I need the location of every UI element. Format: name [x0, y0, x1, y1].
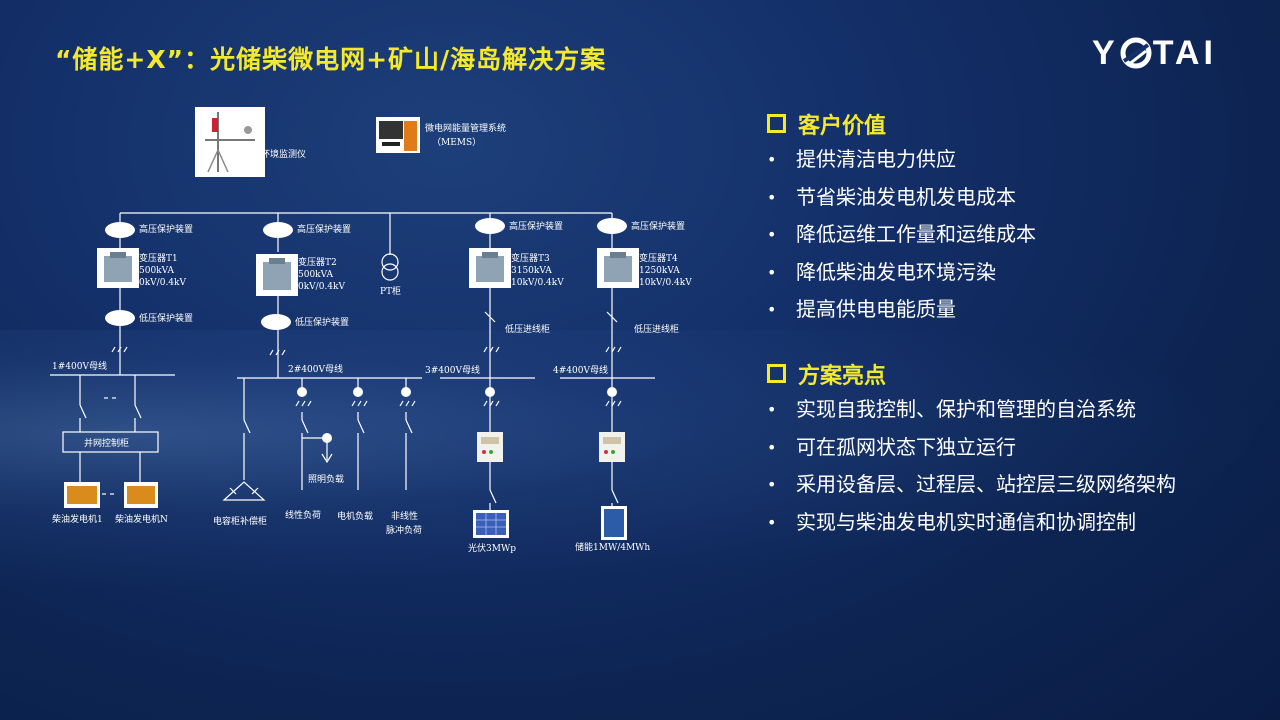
transformer-name: 变压器T2	[298, 256, 337, 268]
motor-load-label: 电机负载	[337, 510, 373, 522]
transformer-name: 变压器T1	[139, 252, 178, 264]
list-item: 节省柴油发电机发电成本	[767, 179, 1036, 217]
hv-protection-label: 高压保护装置	[631, 220, 685, 232]
env-monitor-label: 环境监测仪	[261, 148, 306, 160]
logo-o-icon	[1120, 37, 1152, 69]
list-item: 实现与柴油发电机实时通信和协调控制	[767, 504, 1176, 542]
value-section-title-text: 客户价值	[798, 114, 887, 139]
env-monitor-icon	[195, 107, 265, 177]
highlight-section-title-text: 方案亮点	[798, 364, 887, 389]
transformer-ratio: 0kV/0.4kV	[139, 278, 186, 288]
value-section-title: 客户价值	[767, 108, 886, 140]
pt-cabinet-label: PT柜	[380, 285, 401, 297]
hv-protection-label: 高压保护装置	[139, 223, 193, 235]
square-bullet-icon	[767, 114, 786, 133]
highlight-section-title: 方案亮点	[767, 358, 886, 390]
list-item: 可在孤网状态下独立运行	[767, 429, 1176, 467]
lv-protection-label: 低压保护装置	[139, 312, 193, 324]
transformer-capacity: 1250kVA	[639, 266, 680, 276]
linear-load-label: 线性负荷	[285, 509, 321, 521]
pv-label: 光伏3MWp	[468, 542, 516, 554]
busbar-label: 4#400V母线	[553, 364, 608, 376]
transformer-ratio: 0kV/0.4kV	[298, 282, 345, 292]
battery-storage-icon	[601, 506, 627, 540]
value-list: 提供清洁电力供应 节省柴油发电机发电成本 降低运维工作量和运维成本 降低柴油发电…	[767, 141, 1036, 329]
diesel-1-label: 柴油发电机1	[52, 513, 103, 525]
square-bullet-icon	[767, 364, 786, 383]
lv-incoming-label: 低压进线柜	[505, 323, 550, 335]
pv-panel-icon	[473, 510, 509, 538]
transformer-ratio: 10kV/0.4kV	[511, 278, 564, 288]
hv-protection-label: 高压保护装置	[297, 223, 351, 235]
pulse-load-label: 脉冲负荷	[386, 524, 422, 536]
lv-incoming-label: 低压进线柜	[634, 323, 679, 335]
mems-abbr-label: （MEMS）	[432, 137, 481, 148]
nonlinear-load-label: 非线性	[391, 510, 418, 522]
transformer-ratio: 10kV/0.4kV	[639, 278, 692, 288]
highlight-list: 实现自我控制、保护和管理的自治系统 可在孤网状态下独立运行 采用设备层、过程层、…	[767, 391, 1176, 541]
busbar-label: 1#400V母线	[52, 360, 107, 372]
capacitor-label: 电容柜补偿柜	[213, 515, 267, 527]
storage-label: 储能1MW/4MWh	[575, 541, 650, 553]
list-item: 实现自我控制、保护和管理的自治系统	[767, 391, 1176, 429]
hv-protection-label: 高压保护装置	[509, 220, 563, 232]
list-item: 降低柴油发电环境污染	[767, 254, 1036, 292]
diesel-generator-icons	[64, 482, 158, 508]
transformer-capacity: 3150kVA	[511, 266, 552, 276]
lv-protection-label: 低压保护装置	[295, 316, 349, 328]
microgrid-diagram: 环境监测仪 微电网能量管理系统 （MEMS） 高压保护装置 高压保护装置 高压保…	[50, 107, 692, 554]
lighting-load-label: 照明负载	[308, 473, 344, 485]
diesel-n-label: 柴油发电机N	[115, 513, 168, 525]
transformer-name: 变压器T4	[639, 252, 678, 264]
transformer-icons	[97, 248, 639, 296]
grid-control-box	[62, 431, 159, 453]
mems-computer-icon	[376, 117, 420, 153]
busbar-label: 3#400V母线	[425, 364, 480, 376]
mems-label: 微电网能量管理系统	[425, 122, 506, 134]
list-item: 降低运维工作量和运维成本	[767, 216, 1036, 254]
transformer-capacity: 500kVA	[139, 266, 175, 276]
list-item: 提高供电电能质量	[767, 291, 1036, 329]
transformer-name: 变压器T3	[511, 252, 550, 264]
page-title: “储能+X”：光储柴微电网+矿山/海岛解决方案	[55, 45, 607, 74]
list-item: 采用设备层、过程层、站控层三级网络架构	[767, 466, 1176, 504]
inverter-icons	[477, 432, 625, 462]
grid-control-label: 并网控制柜	[84, 437, 129, 449]
transformer-capacity: 500kVA	[298, 270, 334, 280]
list-item: 提供清洁电力供应	[767, 141, 1036, 179]
busbar-label: 2#400V母线	[288, 363, 343, 375]
